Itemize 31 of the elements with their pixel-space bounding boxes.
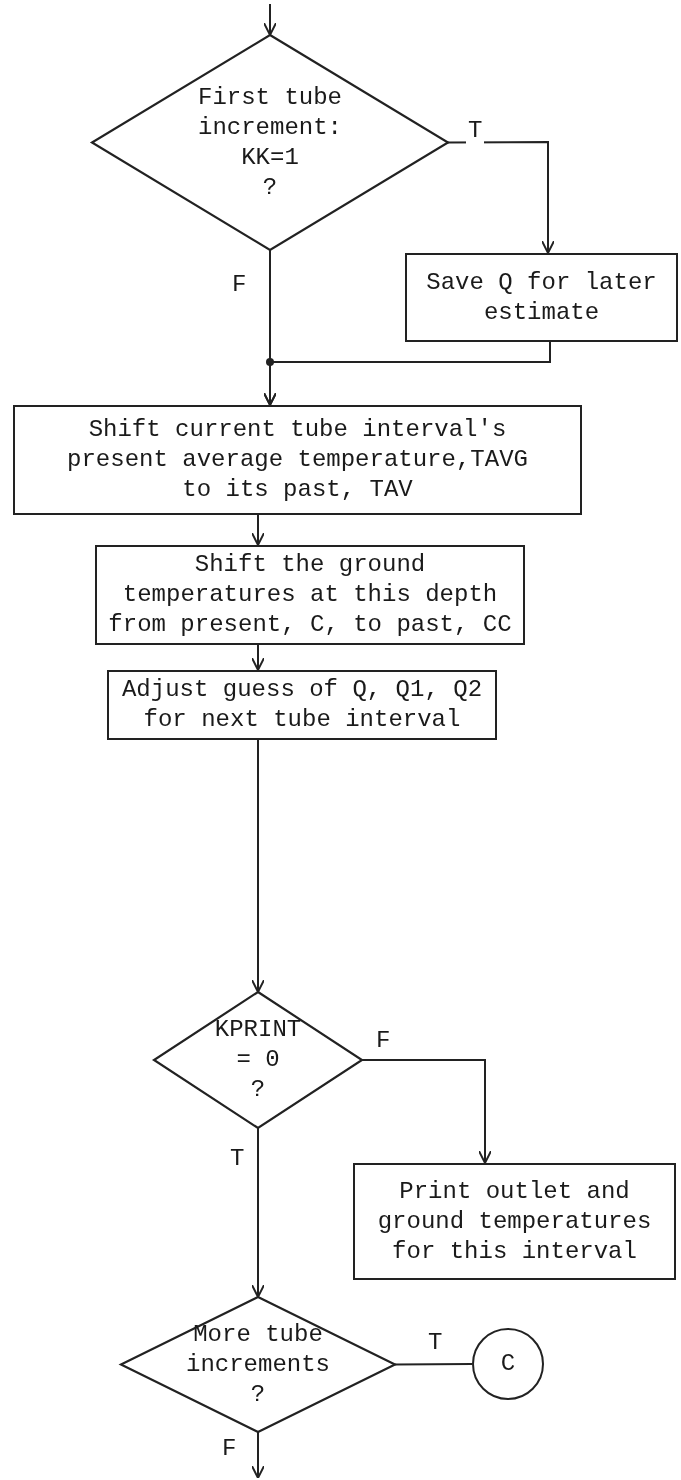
- arrow: [251, 644, 265, 671]
- node-text: Save Q for later estimate: [425, 267, 658, 328]
- process-box: [107, 670, 497, 740]
- node-text: First tube increment: KK=1: [197, 82, 343, 173]
- node-text: ?: [249, 1075, 267, 1105]
- process-box: [405, 253, 678, 342]
- process-box: [13, 405, 582, 515]
- decision-diamond: [154, 992, 362, 1128]
- node-text: ?: [261, 172, 279, 203]
- node-text: More tube increments: [185, 1319, 331, 1380]
- node-text: Print outlet and ground temperatures for this interval: [376, 1176, 653, 1267]
- connector-line: [394, 1363, 473, 1366]
- arrow: [263, 341, 551, 406]
- node-text: C: [499, 1349, 517, 1379]
- node-text: KPRINT = 0: [213, 1015, 303, 1075]
- arrow: [361, 1059, 492, 1164]
- arrow: [447, 141, 555, 254]
- arrow: [251, 514, 265, 546]
- edge-label: T: [466, 118, 485, 144]
- arrow: [251, 1127, 265, 1298]
- node-text: Shift current tube interval's present average temperature,TAVG to its past, TAV: [66, 415, 529, 505]
- arrow: [251, 739, 265, 993]
- arrow: [251, 1431, 265, 1479]
- node-text: Adjust guess of Q, Q1, Q2 for next tube interval: [120, 675, 484, 735]
- arrow: [263, 3, 277, 36]
- decision-diamond: [92, 35, 448, 250]
- decision-diamond: [121, 1297, 395, 1432]
- process-box: [95, 545, 525, 645]
- process-box: [353, 1163, 676, 1280]
- node-text: ?: [249, 1379, 267, 1410]
- node-text: Shift the ground temperatures at this depth from present, C, to past, CC: [107, 550, 513, 640]
